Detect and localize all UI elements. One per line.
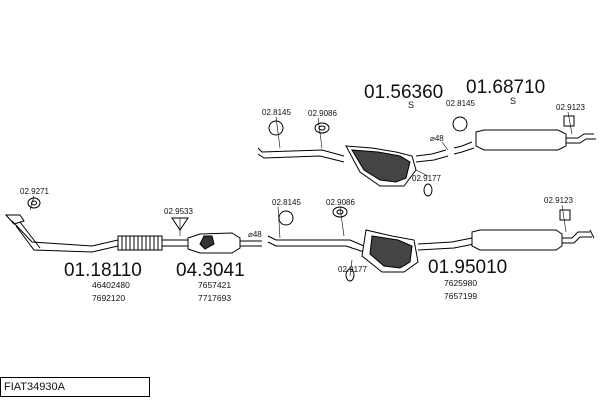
diameter-lower-label: ⌀48 [248,230,262,239]
fitting-ring-upper-label: 02.9177 [412,174,441,183]
middle-silencer-lower-number: 01.95010 [428,257,507,278]
rear-silencer-upper-number: 01.68710 [466,77,545,98]
rear-silencer-upper-suffix: S [510,96,516,106]
diagram-code-box: FIAT34930A [0,377,150,397]
fitting-ring-lower-label: 02.9177 [338,265,367,274]
tail-clip-icon [563,115,575,127]
clamp-icon [278,210,294,226]
front-pipe-oem-2: 7692120 [92,293,125,303]
catalyst-drawing [187,232,262,254]
upper-system-drawing [257,129,596,187]
fitting-clamp-upper-right-label: 02.8145 [446,99,475,108]
lower-mid-pipe-drawing [267,229,595,273]
gasket-icon [27,197,41,209]
hanger-icon [314,122,330,134]
fitting-gasket-label: 02.9271 [20,187,49,196]
fitting-clamp-upper-left-label: 02.8145 [262,108,291,117]
catalyst-oem-2: 7717693 [198,293,231,303]
middle-silencer-upper-suffix: S [408,100,414,110]
fitting-hanger-upper-label: 02.9086 [308,109,337,118]
fitting-symbols [27,115,575,282]
clamp-icon [268,120,284,136]
diameter-upper-label: ⌀48 [430,134,444,143]
ring-icon [423,183,433,197]
diagram-code: FIAT34930A [4,381,65,393]
tail-clip-icon [559,209,571,221]
middle-silencer-lower-oem-1: 7625980 [444,278,477,288]
clamp-icon [452,116,468,132]
fitting-hanger-mid-label: 02.9086 [326,198,355,207]
ring-icon [345,268,355,282]
catalyst-oem-1: 7657421 [198,280,231,290]
middle-silencer-upper-number: 01.56360 [364,82,443,103]
front-pipe-number: 01.18110 [64,260,142,281]
fitting-tail-lower-label: 02.9123 [544,196,573,205]
middle-silencer-lower-oem-2: 7657199 [444,291,477,301]
fitting-clamp-mid-label: 02.8145 [272,198,301,207]
front-pipe-drawing [4,214,188,253]
fitting-tail-upper-label: 02.9123 [556,103,585,112]
front-pipe-oem-1: 46402480 [92,280,130,290]
catalyst-number: 04.3041 [176,260,245,281]
hanger-icon [332,206,348,218]
fitting-clamp-front-label: 02.9533 [164,207,193,216]
clamp-icon [171,217,189,231]
